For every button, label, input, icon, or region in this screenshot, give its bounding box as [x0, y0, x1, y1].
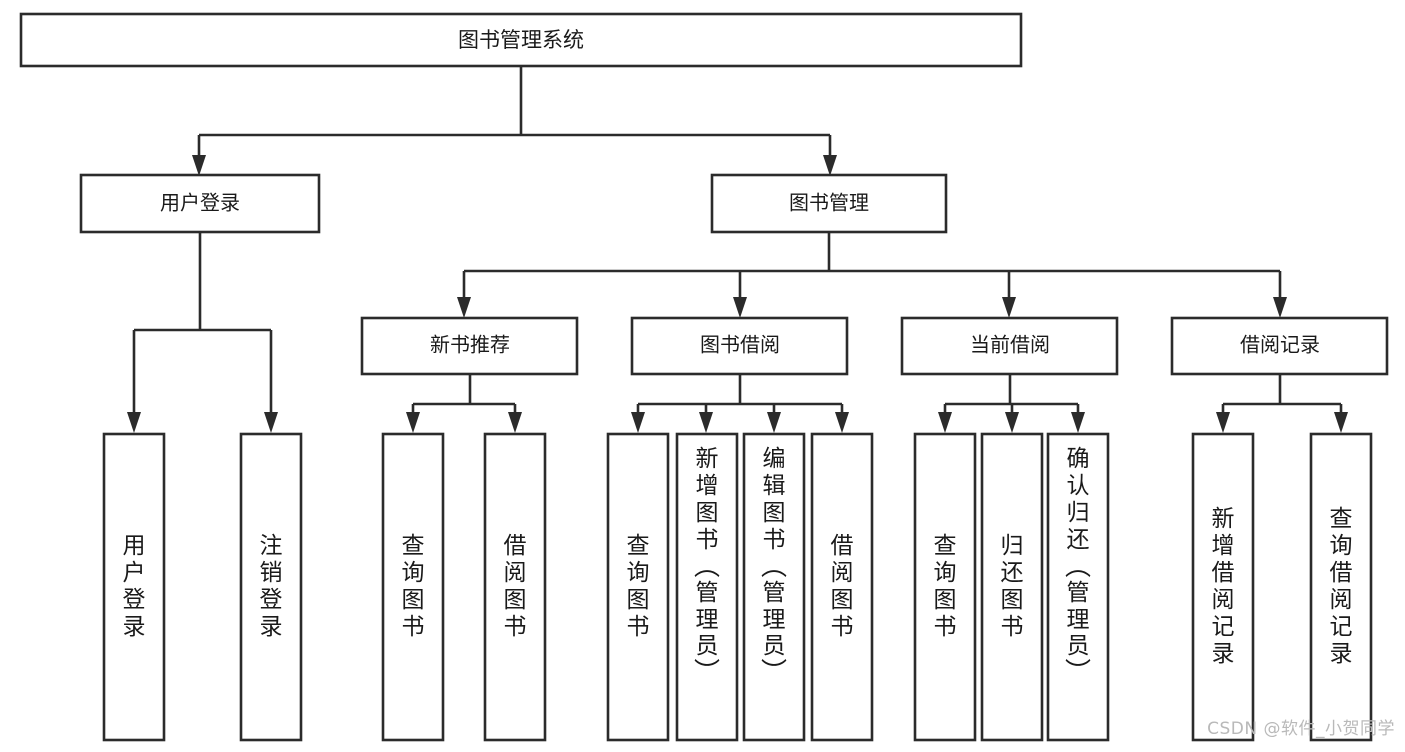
node-new-book-recommend: 新书推荐 — [360, 316, 579, 376]
node-book-borrow-box — [630, 316, 849, 376]
arrow-borrow-record — [1273, 297, 1287, 318]
node-root: 图书管理系统 — [19, 12, 1023, 68]
node-book-borrow: 图书借阅 — [630, 316, 849, 376]
arrow-leaf-edit-book — [767, 412, 781, 433]
leaf-box-query-borrow-record — [1309, 432, 1373, 742]
node-borrow-record-box — [1170, 316, 1389, 376]
leaf-box-confirm-return — [1046, 432, 1110, 742]
connector-current-borrow-to-leaves — [938, 374, 1085, 433]
leaf-box-query-book-2 — [606, 432, 670, 742]
watermark-text: CSDN @软件_小贺同学 — [1207, 719, 1395, 739]
node-user-login: 用户登录 — [79, 173, 321, 234]
node-book-borrow-label: 图书借阅 — [700, 333, 780, 357]
node-book-management-label: 图书管理 — [789, 191, 869, 215]
arrow-leaf-return-book — [1005, 412, 1019, 433]
arrow-current-borrow — [1002, 297, 1016, 318]
node-book-management-box — [710, 173, 948, 234]
arrow-leaf-add-borrow-record — [1216, 412, 1230, 433]
arrow-leaf-borrow-book-2 — [835, 412, 849, 433]
leaf-box-add-borrow-record — [1191, 432, 1255, 742]
arrow-leaf-query-book-1 — [406, 412, 420, 433]
arrow-leaf-user-logout — [264, 412, 278, 433]
node-borrow-record-label: 借阅记录 — [1240, 333, 1320, 357]
arrow-book-management — [823, 155, 837, 176]
node-current-borrow-box — [900, 316, 1119, 376]
connector-book-management-to-level3 — [457, 232, 1287, 318]
arrow-leaf-query-book-2 — [631, 412, 645, 433]
leaf-box-user-logout — [239, 432, 303, 742]
arrow-book-borrow — [733, 297, 747, 318]
node-current-borrow: 当前借阅 — [900, 316, 1119, 376]
arrow-leaf-add-book — [699, 412, 713, 433]
arrow-leaf-query-borrow-record — [1334, 412, 1348, 433]
arrow-leaf-user-login — [127, 412, 141, 433]
connector-new-book-recommend-to-leaves — [406, 374, 522, 433]
node-root-box — [19, 12, 1023, 68]
node-new-book-recommend-box — [360, 316, 579, 376]
node-book-management: 图书管理 — [710, 173, 948, 234]
leaf-box-edit-book — [742, 432, 806, 742]
node-borrow-record: 借阅记录 — [1170, 316, 1389, 376]
connector-user-login-to-leaves — [127, 232, 278, 433]
leaf-box-query-book-3 — [913, 432, 977, 742]
leaf-box-return-book — [980, 432, 1044, 742]
node-new-book-recommend-label: 新书推荐 — [430, 333, 510, 357]
leaf-box-add-book — [675, 432, 739, 742]
arrow-leaf-query-book-3 — [938, 412, 952, 433]
leaf-box-borrow-book-2 — [810, 432, 874, 742]
arrow-new-book-recommend — [457, 297, 471, 318]
connector-book-borrow-to-leaves — [631, 374, 849, 433]
node-root-label: 图书管理系统 — [458, 28, 584, 52]
arrow-leaf-confirm-return — [1071, 412, 1085, 433]
leaf-box-query-book-1 — [381, 432, 445, 742]
connector-root-to-level2 — [192, 66, 837, 176]
arrow-leaf-borrow-book-1 — [508, 412, 522, 433]
leaf-box-borrow-book-1 — [483, 432, 547, 742]
node-current-borrow-label: 当前借阅 — [970, 333, 1050, 357]
leaf-box-user-login — [102, 432, 166, 742]
arrow-user-login — [192, 155, 206, 176]
node-user-login-label: 用户登录 — [160, 191, 240, 215]
connector-borrow-record-to-leaves — [1216, 374, 1348, 433]
